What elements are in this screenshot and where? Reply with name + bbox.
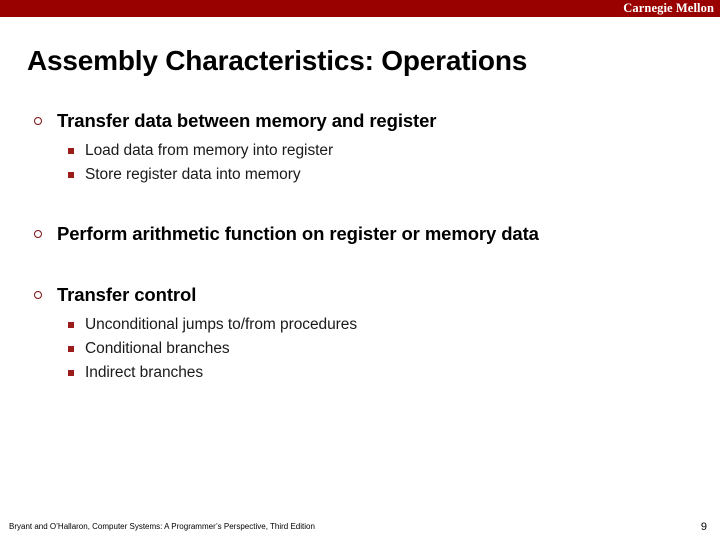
bullet-item: Perform arithmetic function on register … (0, 221, 720, 247)
sub-bullet-item: Conditional branches (0, 337, 720, 361)
filled-square-bullet-icon (68, 346, 74, 352)
sub-bullet-item: Load data from memory into register (0, 139, 720, 163)
sub-bullet-label: Indirect branches (85, 364, 204, 381)
bullet-item: Transfer data between memory and registe… (0, 108, 720, 134)
bullet-label: Perform arithmetic function on register … (57, 223, 539, 244)
filled-square-bullet-icon (68, 172, 74, 178)
sub-bullet-label: Unconditional jumps to/from procedures (85, 316, 358, 333)
hollow-circle-bullet-icon (34, 230, 42, 238)
bullet-item: Transfer control (0, 282, 720, 308)
sub-bullet-label: Store register data into memory (85, 166, 301, 183)
footer-citation: Bryant and O’Hallaron, Computer Systems:… (9, 522, 315, 531)
sub-bullet-label: Conditional branches (85, 340, 230, 357)
bullet-group: Transfer data between memory and registe… (0, 108, 720, 187)
sub-bullet-item: Store register data into memory (0, 163, 720, 187)
bullet-label: Transfer control (57, 284, 197, 305)
hollow-circle-bullet-icon (34, 291, 42, 299)
sub-bullet-label: Load data from memory into register (85, 142, 334, 159)
filled-square-bullet-icon (68, 370, 74, 376)
page-title: Assembly Characteristics: Operations (27, 45, 528, 76)
filled-square-bullet-icon (68, 148, 74, 154)
sub-bullet-item: Indirect branches (0, 361, 720, 385)
sub-bullet-list: Unconditional jumps to/from procedures C… (0, 313, 720, 385)
bullet-label: Transfer data between memory and registe… (57, 110, 437, 131)
hollow-circle-bullet-icon (34, 117, 42, 125)
page-number: 9 (700, 521, 707, 533)
slide-content: Transfer data between memory and registe… (0, 108, 720, 385)
bullet-group: Perform arithmetic function on register … (0, 221, 720, 247)
header-bar (0, 0, 720, 17)
sub-bullet-list: Load data from memory into register Stor… (0, 139, 720, 187)
brand-label: Carnegie Mellon (623, 1, 714, 15)
filled-square-bullet-icon (68, 322, 74, 328)
sub-bullet-item: Unconditional jumps to/from procedures (0, 313, 720, 337)
bullet-group: Transfer control Unconditional jumps to/… (0, 282, 720, 385)
